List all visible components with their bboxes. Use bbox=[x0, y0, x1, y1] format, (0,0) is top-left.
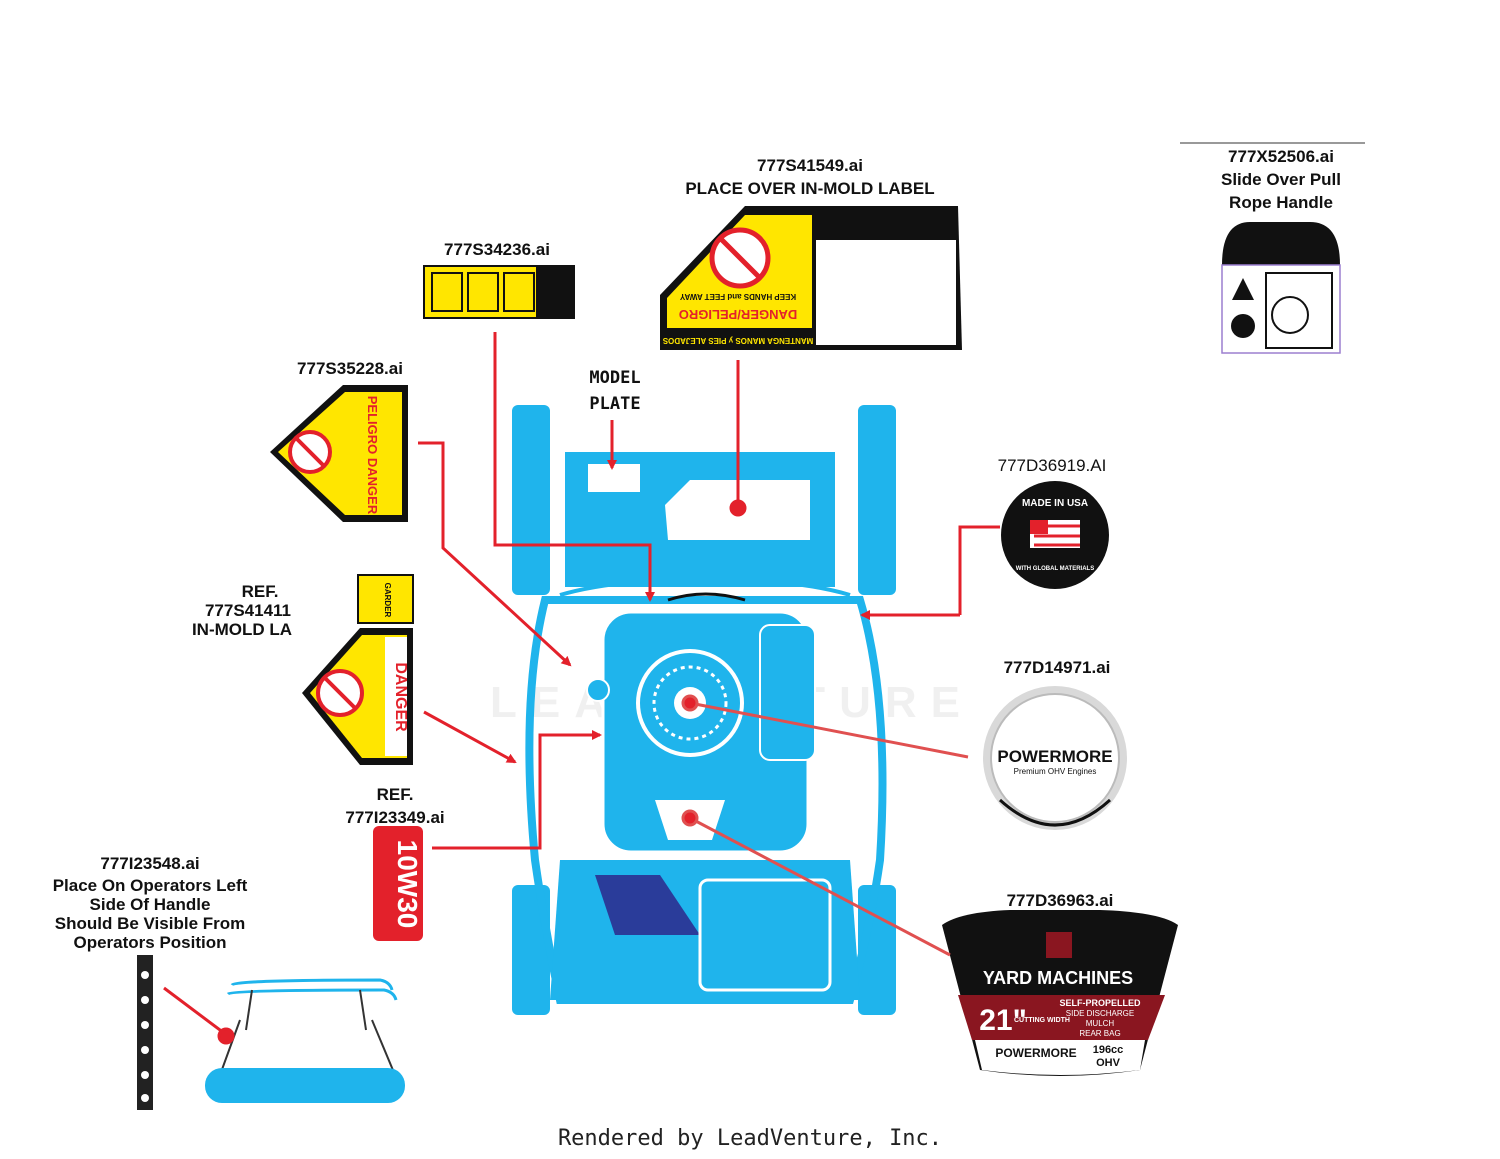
leader-arrows bbox=[163, 332, 1000, 1045]
arrow-777d36963 bbox=[689, 816, 951, 957]
decal-danger-text: DANGER bbox=[392, 662, 409, 732]
label-777i23548-note3: Should Be Visible From bbox=[54, 914, 246, 933]
arrow-777s34236 bbox=[493, 332, 655, 602]
label-777s41411-ref: REF. bbox=[241, 582, 279, 601]
decal-powermore-small-text: POWERMORE bbox=[995, 1046, 1076, 1060]
decal-powermore-text: POWERMORE bbox=[997, 747, 1112, 766]
decal-peligro-danger-text: PELIGRO DANGER bbox=[365, 396, 380, 515]
label-777x52506-note1: Slide Over Pull bbox=[1221, 170, 1341, 189]
label-777s41411-name: 777S41411 bbox=[204, 601, 292, 620]
decal-mantenga-text: MANTENGA MANOS y PIES ALEJADOS bbox=[662, 336, 813, 345]
decal-cutting-width-text: CUTTING WIDTH bbox=[1014, 1017, 1070, 1024]
label-777s34236-name: 777S34236.ai bbox=[444, 240, 550, 259]
decal-premium-ohv-text: Premium OHV Engines bbox=[1014, 767, 1097, 776]
arrow-777i23349 bbox=[432, 730, 602, 850]
decal-mulch-text: MULCH bbox=[1086, 1019, 1115, 1028]
decal-global-materials-text: WITH GLOBAL MATERIALS bbox=[1016, 566, 1094, 572]
label-777i23349-name: 777I23349.ai bbox=[345, 808, 445, 827]
decal-self-propelled-text: SELF-PROPELLED bbox=[1059, 998, 1141, 1008]
label-777d36919-name: 777D36919.AI bbox=[997, 456, 1107, 475]
arrow-777d14971 bbox=[689, 701, 969, 759]
decal-777s35228: PELIGRO DANGER bbox=[270, 385, 408, 522]
decal-danger-peligro-text: DANGER/PELIGRO bbox=[679, 307, 797, 322]
decal-777d14971: POWERMORE Premium OHV Engines bbox=[983, 686, 1127, 830]
decal-777x52506 bbox=[1221, 222, 1341, 354]
rear-right-wheel bbox=[858, 405, 896, 595]
label-777x52506-note2: Rope Handle bbox=[1229, 193, 1333, 212]
model-plate-area bbox=[588, 464, 640, 492]
label-777s41411-note: IN-MOLD LA bbox=[191, 620, 293, 639]
label-777d36963-name: 777D36963.ai bbox=[1006, 891, 1114, 910]
label-777i23548-note4: Operators Position bbox=[73, 933, 227, 952]
decal-777d36919: MADE IN USA WITH GLOBAL MATERIALS bbox=[1001, 481, 1109, 589]
arrow-777s35228 bbox=[418, 441, 572, 667]
arrow-777s41411 bbox=[423, 710, 517, 764]
decal-made-in-usa-text: MADE IN USA bbox=[1022, 498, 1088, 509]
label-model-plate-1: MODEL bbox=[589, 368, 641, 388]
decal-777s41411: GARDER DANGER bbox=[302, 574, 414, 765]
label-777s41549-name: 777S41549.ai bbox=[757, 156, 863, 175]
decal-keep-hands-text: KEEP HANDS and FEET AWAY bbox=[679, 292, 796, 301]
powermore-arrows bbox=[681, 694, 969, 957]
decal-yard-machines-text: YARD MACHINES bbox=[983, 968, 1133, 988]
decal-777s34236 bbox=[423, 265, 575, 319]
label-777s35228-name: 777S35228.ai bbox=[297, 359, 403, 378]
label-777i23548-note2: Side Of Handle bbox=[89, 895, 211, 914]
arrow-777d36919-a bbox=[958, 525, 1000, 615]
decal-side-discharge-text: SIDE DISCHARGE bbox=[1066, 1009, 1134, 1018]
decal-engine-type-text: OHV bbox=[1096, 1057, 1121, 1069]
arrow-777i23548 bbox=[163, 986, 229, 1038]
mower-body bbox=[512, 405, 896, 1015]
label-777s41549-note: PLACE OVER IN-MOLD LABEL bbox=[685, 179, 935, 198]
label-777i23548-name: 777I23548.ai bbox=[100, 854, 200, 873]
handle-drawing bbox=[137, 955, 405, 1110]
decal-777s41549: DANGER/PELIGRO KEEP HANDS and FEET AWAY … bbox=[660, 206, 962, 350]
decal-oil-text: 10W30 bbox=[392, 840, 423, 929]
label-777x52506-name: 777X52506.ai bbox=[1228, 147, 1334, 166]
decal-garder-text: GARDER bbox=[383, 583, 392, 618]
label-777i23548-note1: Place On Operators Left bbox=[52, 876, 248, 895]
label-777i23349-ref: REF. bbox=[376, 785, 414, 804]
decal-size-text: 21" bbox=[979, 1004, 1027, 1037]
decal-engine-cc-text: 196cc bbox=[1093, 1044, 1124, 1056]
rear-left-wheel bbox=[512, 405, 550, 595]
label-model-plate-2: PLATE bbox=[589, 394, 641, 414]
footer-credit: Rendered by LeadVenture, Inc. bbox=[557, 1126, 943, 1151]
handle-decal-strip bbox=[137, 955, 153, 1110]
decal-rear-bag-text: REAR BAG bbox=[1079, 1029, 1120, 1038]
decal-777i23349: 10W30 bbox=[373, 826, 423, 941]
label-777d14971-name: 777D14971.ai bbox=[1003, 658, 1111, 677]
decal-777d36963: YARD MACHINES 21" CUTTING WIDTH SELF-PRO… bbox=[942, 910, 1178, 1076]
